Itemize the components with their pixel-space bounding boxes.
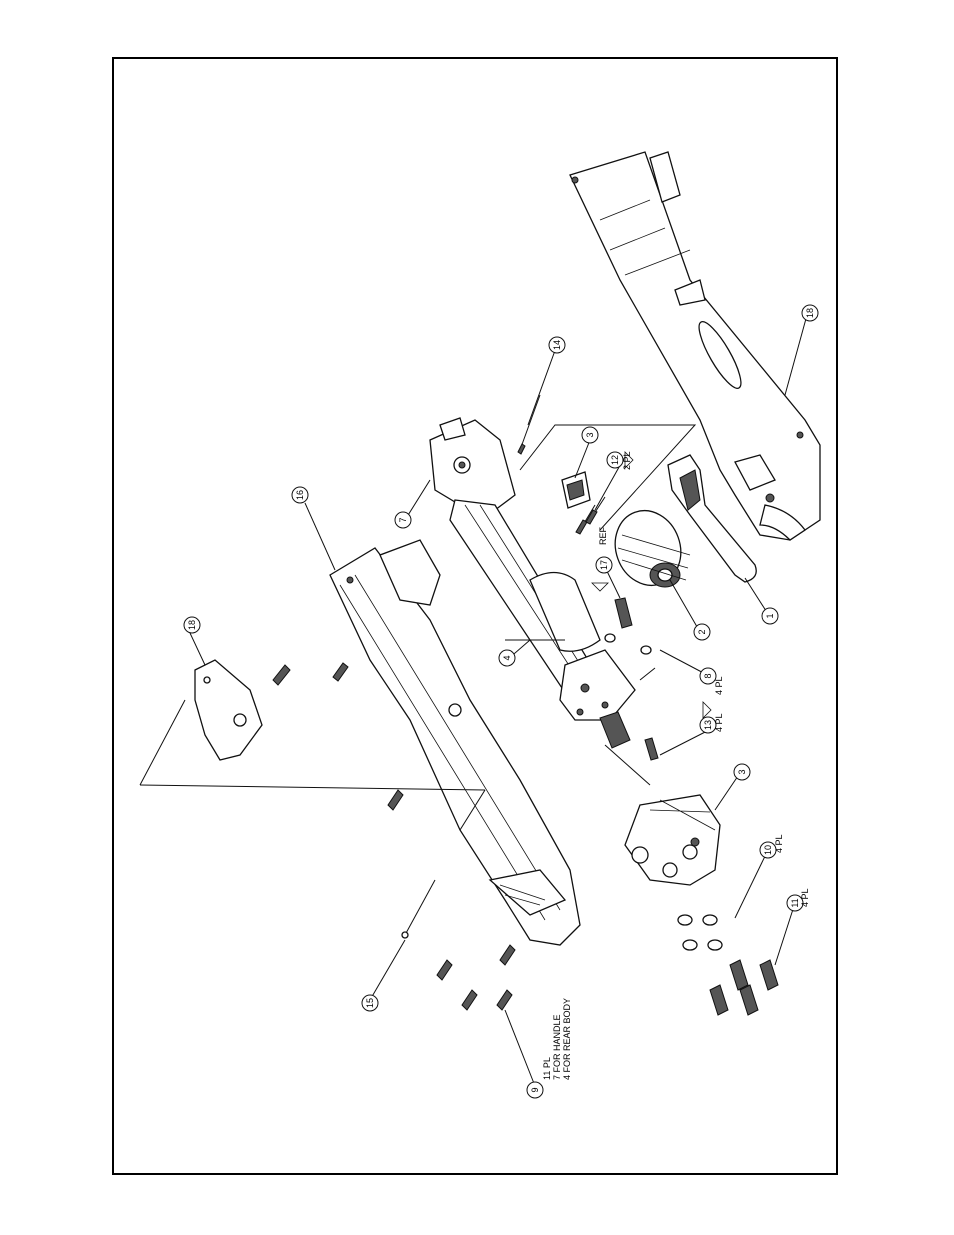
callout-4: 4 <box>498 649 516 667</box>
callout-7: 7 <box>394 511 412 529</box>
screws-part-12 <box>575 496 606 535</box>
callout-18-top-label: 18 <box>187 620 197 630</box>
callout-17-label: 16 <box>295 490 305 500</box>
callout-9-label: 10 <box>763 845 773 855</box>
callout-10-label: 9 <box>530 1087 540 1092</box>
callout-14: 14 <box>548 336 566 354</box>
motor-housing-part-7 <box>429 417 636 721</box>
callout-18-right: 18 <box>801 304 819 322</box>
callout-10-note-line2: 7 FOR HANDLE <box>552 1014 562 1080</box>
callout-18-top: 18 <box>183 616 201 634</box>
washers-part-8 <box>604 633 652 655</box>
leader-lines <box>189 314 808 1087</box>
callout-8: 84 PL <box>699 667 724 695</box>
callout-16-note: REF <box>598 526 608 545</box>
pin-part-14 <box>517 394 541 455</box>
callout-12-label: 12 <box>610 455 620 465</box>
callout-3-lower: 3 <box>733 763 751 781</box>
callout-8-note: 4 PL <box>714 676 724 695</box>
callout-15-label: 15 <box>365 998 375 1008</box>
contact-block-part-3 <box>561 471 591 509</box>
pinion-gear <box>599 711 651 786</box>
trigger-lever-part-1 <box>667 454 757 583</box>
callout-17: 16 <box>291 486 309 504</box>
gearbox-head-part-3 <box>624 794 721 886</box>
fasteners-part-11 <box>709 959 779 1016</box>
callout-3-upper-label: 3 <box>585 432 595 437</box>
front-tube-part-18 <box>569 151 821 541</box>
callout-12-note: 2 PL <box>622 451 632 470</box>
callout-15: 15 <box>361 994 379 1012</box>
handle-cap-part-18 <box>194 659 263 761</box>
callout-2-label: 2 <box>697 629 707 634</box>
callout-13-label: 13 <box>703 720 713 730</box>
callout-10-note-line3: 4 FOR REAR BODY <box>562 998 572 1080</box>
callout-1: 1 <box>761 607 779 625</box>
collar-part-2 <box>614 510 691 588</box>
callout-7-label: 7 <box>398 517 408 522</box>
screws-part-10 <box>272 662 516 1011</box>
callout-11-note: 4 PL <box>800 888 810 907</box>
callout-16-label: 17 <box>599 560 609 570</box>
callout-9-note: 4 PL <box>774 834 784 853</box>
callout-16: 17 REF <box>591 526 613 592</box>
callout-18-right-label: 18 <box>805 308 815 318</box>
callout-8-label: 8 <box>703 673 713 678</box>
callout-10: 9 11 PL 7 FOR HANDLE 4 FOR REAR BODY <box>526 998 572 1099</box>
callout-2: 2 <box>693 623 711 641</box>
rear-body-part-17 <box>329 539 581 946</box>
drawing-frame <box>112 57 838 1175</box>
callout-4-label: 4 <box>502 655 512 660</box>
callout-1-label: 1 <box>765 613 775 618</box>
callout-13-note: 4 PL <box>714 713 724 732</box>
callout-14-label: 14 <box>552 340 562 350</box>
callout-10-note-line1: 11 PL <box>542 1057 552 1080</box>
washers-part-9 <box>677 914 723 951</box>
screw-part-15 <box>401 879 436 939</box>
callout-3-lower-label: 3 <box>737 769 747 774</box>
threaded-part-16 <box>614 597 633 629</box>
screw-part-13 <box>644 737 659 761</box>
callout-3-upper: 3 <box>581 426 599 444</box>
assembly-guide-lines <box>139 424 697 831</box>
callout-11-label: 11 <box>790 898 800 907</box>
